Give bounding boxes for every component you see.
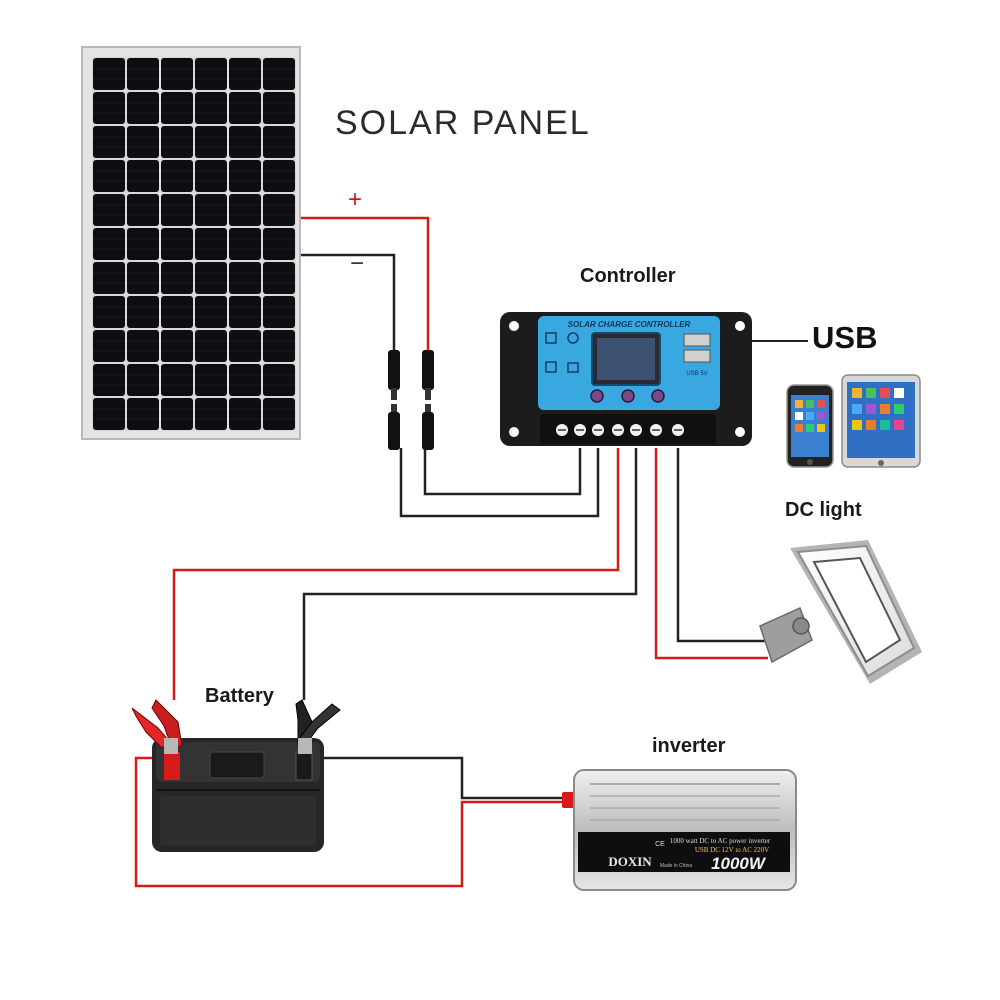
- battery-device: [152, 738, 324, 852]
- inverter-origin-text: Made in China: [660, 863, 692, 869]
- mc4-connectors: [388, 350, 434, 450]
- sun-icon: [567, 332, 579, 344]
- red-clamp: [131, 699, 183, 754]
- panel-positive-wire: [300, 216, 430, 352]
- mc4-to-controller-wire-2: [399, 448, 600, 518]
- dc-light-label: DC light: [785, 499, 862, 521]
- controller-button-plus[interactable]: [651, 389, 665, 403]
- controller-header-text: SOLAR CHARGE CONTROLLER: [568, 320, 691, 329]
- battery-negative-wire: [302, 448, 638, 700]
- tablet: [841, 374, 921, 468]
- mc4-to-controller-wire-1: [423, 448, 582, 496]
- pv-icon: [545, 332, 557, 344]
- panel-negative-wire: [300, 253, 396, 352]
- controller-label: Controller: [580, 265, 676, 287]
- inverter-rating-text: 1000W: [711, 854, 767, 873]
- inverter-label: inverter: [652, 735, 726, 757]
- battery-positive-wire: [172, 448, 620, 700]
- smartphone: [786, 384, 834, 468]
- black-clamp: [295, 699, 341, 754]
- power-inverter: DOXIN 1000 watt DC to AC power inverter …: [562, 769, 797, 891]
- charge-controller: SOLAR CHARGE CONTROLLER USB 5V: [500, 312, 752, 446]
- inverter-line1-text: 1000 watt DC to AC power inverter: [670, 837, 771, 845]
- diagram-title: SOLAR PANEL: [335, 104, 591, 142]
- usb-label: USB: [812, 320, 878, 355]
- inverter-line2-text: USB DC 12V to AC 220V: [695, 846, 769, 854]
- lock-icon: [567, 362, 579, 373]
- positive-sign: +: [348, 186, 363, 213]
- usb-port-2: [683, 349, 711, 363]
- light-negative-wire: [676, 448, 768, 643]
- inverter-brand-text: DOXIN: [608, 854, 652, 869]
- inverter-ce-mark: CE: [655, 841, 665, 848]
- battery-label: Battery: [205, 685, 274, 707]
- usb-port-1: [683, 333, 711, 347]
- battery-icon: [545, 361, 557, 373]
- light-positive-wire: [654, 448, 768, 660]
- controller-terminals: [540, 414, 716, 444]
- controller-button-set[interactable]: [590, 389, 604, 403]
- dc-flood-light: [759, 540, 922, 684]
- negative-sign: −: [350, 250, 365, 277]
- inverter-positive-wire: [134, 756, 562, 888]
- usb-badge-text: USB 5V: [686, 371, 707, 377]
- inverter-negative-wire: [318, 756, 562, 800]
- controller-button-minus[interactable]: [621, 389, 635, 403]
- solar-panel: [81, 46, 301, 440]
